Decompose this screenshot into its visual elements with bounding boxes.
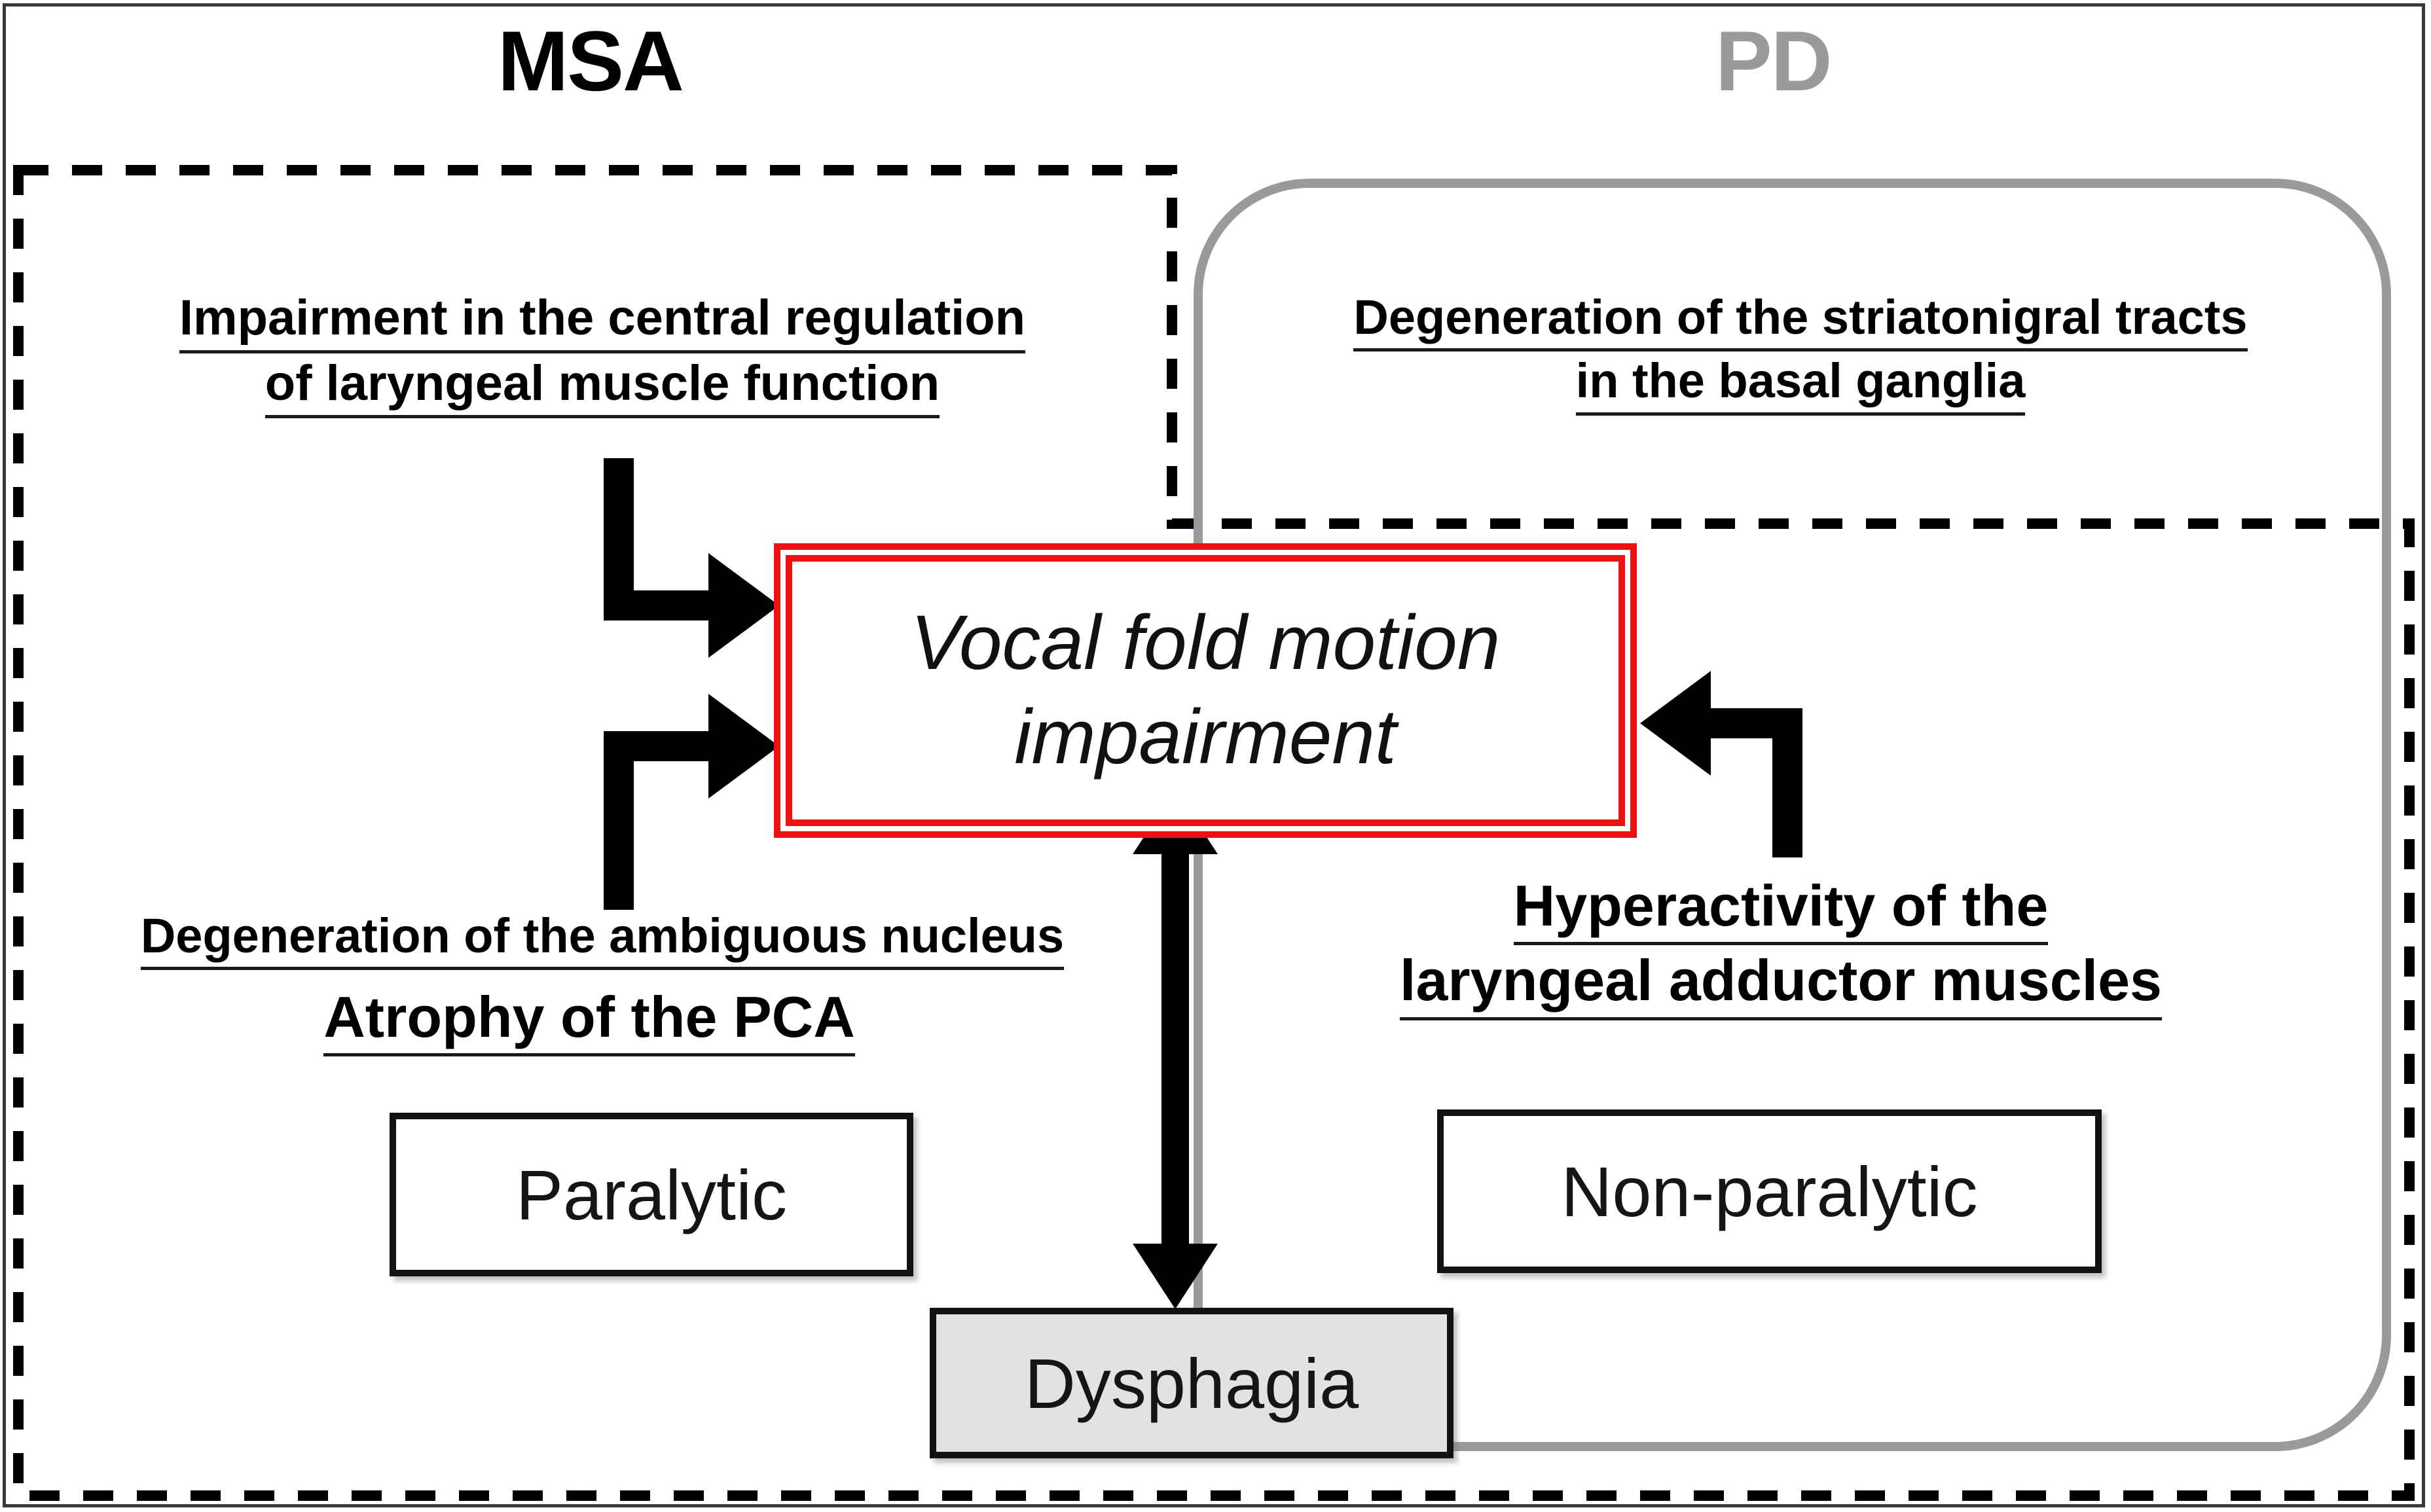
cause-line-1: Hyperactivity of the [1513, 871, 2049, 946]
cause-pd-striatonigral: Degeneration of the striatonigral tracts… [1244, 288, 2357, 416]
cause-msa-central-regulation: Impairment in the central regulation of … [72, 288, 1133, 419]
vocal-fold-label: Vocal fold motion impairment [910, 600, 1501, 780]
outcome-dysphagia: Dysphagia [930, 1308, 1453, 1458]
cause-line-2: in the basal ganglia [1575, 351, 2026, 416]
cause-msa-pca-atrophy: Atrophy of the PCA [196, 982, 982, 1057]
cause-line-1: Atrophy of the PCA [323, 982, 855, 1057]
cause-line-1: Impairment in the central regulation [179, 288, 1026, 353]
pd-group-title: PD [1715, 13, 1833, 109]
vocal-fold-motion-impairment-node: Vocal fold motion impairment [774, 543, 1637, 838]
cause-line-1: Degeneration of the striatonigral tracts [1353, 288, 2248, 352]
cause-line-2: of laryngeal muscle function [265, 353, 940, 419]
vocal-fold-inner-border: Vocal fold motion impairment [786, 555, 1625, 826]
figure-outer-border [3, 3, 2425, 1507]
cause-line-1: Degeneration of the ambiguous nucleus [140, 907, 1065, 971]
outcome-non-paralytic: Non-paralytic [1437, 1109, 2102, 1273]
msa-group-title: MSA [498, 13, 684, 109]
cause-line-2: laryngeal adductor muscles [1400, 945, 2162, 1020]
outcome-paralytic: Paralytic [390, 1113, 913, 1276]
cause-pd-laryngeal-hyperactivity: Hyperactivity of the laryngeal adductor … [1244, 871, 2318, 1020]
cause-msa-ambiguous-nucleus: Degeneration of the ambiguous nucleus [52, 907, 1152, 971]
